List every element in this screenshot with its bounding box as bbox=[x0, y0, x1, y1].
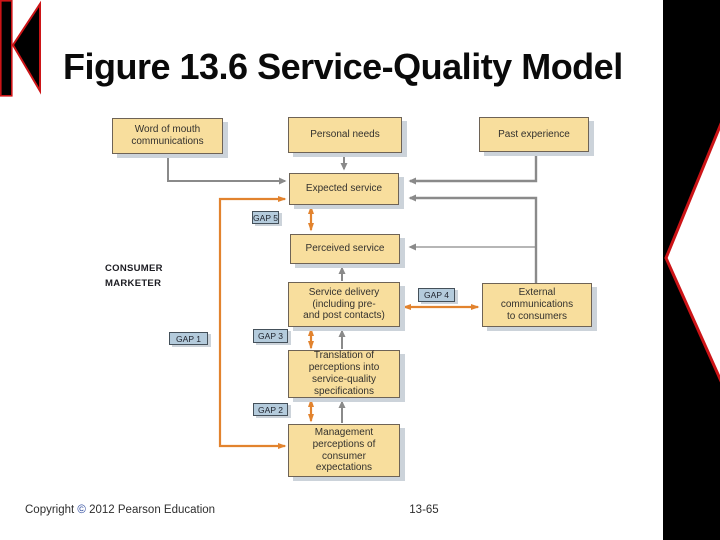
box-service-delivery-label: Service delivery (including pre- and pos… bbox=[303, 286, 385, 322]
skip-to-start-icon bbox=[0, 0, 41, 97]
box-external-communications-label: External communications to consumers bbox=[500, 287, 574, 322]
box-external-communications: External communications to consumers bbox=[482, 283, 592, 327]
arrow-wordofmouth-to-expected bbox=[167, 154, 287, 185]
box-expected-service: Expected service bbox=[289, 173, 399, 205]
arrow-external-to-expected bbox=[408, 194, 538, 283]
box-perceived-service-label: Perceived service bbox=[305, 243, 385, 255]
copyright-text: Copyright © 2012 Pearson Education bbox=[25, 504, 215, 516]
gap2-label: GAP 2 bbox=[253, 403, 288, 416]
copyright-post: 2012 Pearson Education bbox=[89, 504, 216, 516]
box-word-of-mouth-label: Word of mouth communications bbox=[131, 124, 204, 147]
box-management-perceptions: Management perceptions of consumer expec… bbox=[288, 424, 400, 477]
copyright-pre: Copyright bbox=[25, 504, 75, 516]
marketer-section-label: MARKETER bbox=[105, 278, 162, 289]
box-expected-service-label: Expected service bbox=[305, 183, 383, 195]
box-perceived-service: Perceived service bbox=[290, 234, 400, 264]
gap1-label: GAP 1 bbox=[169, 332, 208, 345]
gap3-label: GAP 3 bbox=[253, 329, 288, 343]
consumer-section-label: CONSUMER bbox=[105, 263, 163, 274]
box-management-perceptions-label: Management perceptions of consumer expec… bbox=[312, 426, 376, 474]
box-past-experience: Past experience bbox=[479, 117, 589, 152]
page-number: 13-65 bbox=[409, 504, 439, 516]
right-nav-band bbox=[663, 0, 720, 540]
arrow-pastexperience-to-expected bbox=[408, 152, 538, 185]
box-personal-needs-label: Personal needs bbox=[310, 129, 380, 141]
box-translation-label: Translation of perceptions into service-… bbox=[308, 350, 380, 397]
copyright-symbol: © bbox=[77, 504, 86, 516]
box-word-of-mouth: Word of mouth communications bbox=[112, 118, 223, 154]
box-service-delivery: Service delivery (including pre- and pos… bbox=[288, 282, 400, 327]
box-personal-needs: Personal needs bbox=[288, 117, 402, 153]
box-past-experience-label: Past experience bbox=[498, 128, 570, 140]
page-title: Figure 13.6 Service-Quality Model bbox=[63, 46, 623, 87]
gap4-label: GAP 4 bbox=[418, 288, 455, 302]
previous-slide-icon[interactable] bbox=[663, 0, 720, 540]
box-translation: Translation of perceptions into service-… bbox=[288, 350, 400, 398]
gap5-label: GAP 5 bbox=[252, 211, 279, 224]
